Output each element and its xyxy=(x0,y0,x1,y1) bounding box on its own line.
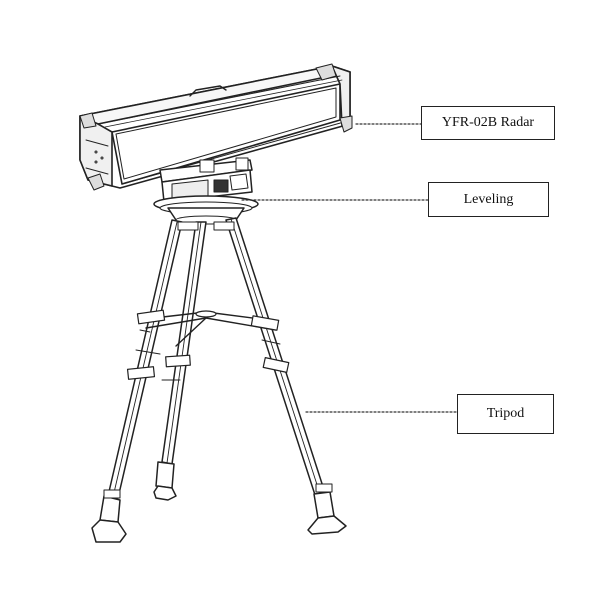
label-tripod-text: Tripod xyxy=(486,406,525,421)
radar-panel xyxy=(79,63,353,191)
tripod xyxy=(91,217,347,543)
label-leveling: Leveling xyxy=(428,182,549,217)
label-leveling-text: Leveling xyxy=(463,191,514,207)
label-radar: YFR-02B Radar xyxy=(421,106,555,140)
label-tripod: Tripod xyxy=(457,394,554,434)
leader-lines xyxy=(241,123,458,413)
label-radar-text: YFR-02B Radar xyxy=(441,115,535,130)
